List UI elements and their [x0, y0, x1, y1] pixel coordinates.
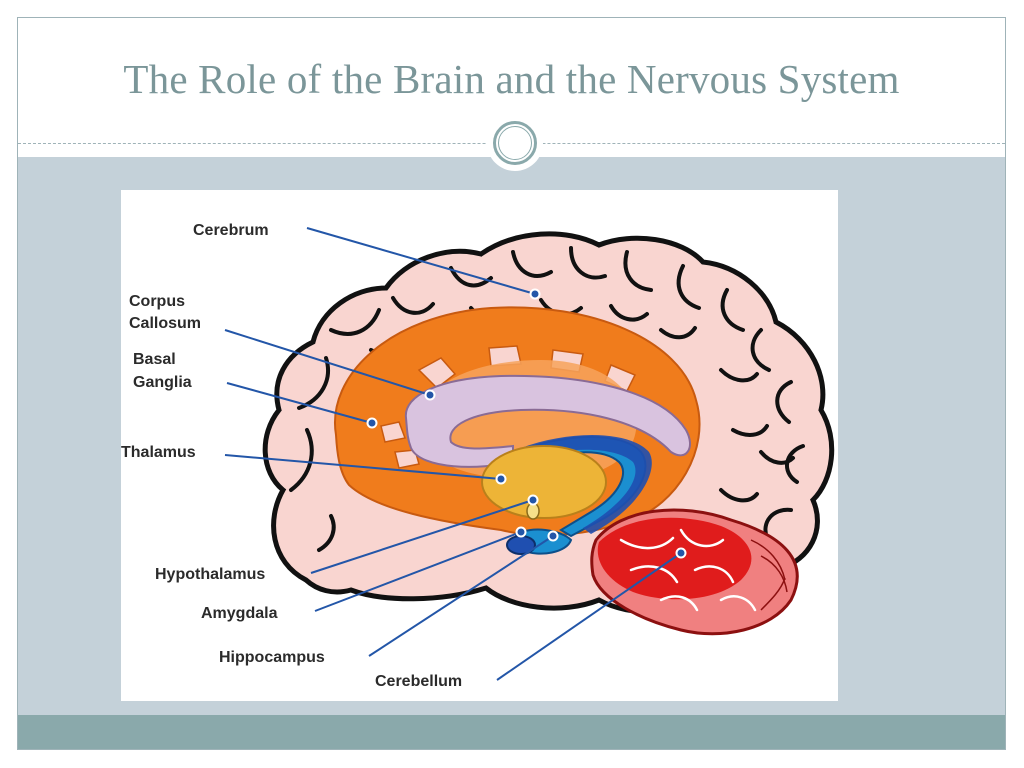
leader-dots — [366, 288, 687, 559]
thalamus-shape — [481, 445, 607, 519]
circle-ornament-icon — [487, 115, 543, 171]
brain-diagram: Cerebrum Corpus Callosum Basal Ganglia T… — [121, 222, 835, 690]
label-hippocampus: Hippocampus — [219, 649, 325, 666]
leader-lines — [224, 227, 682, 681]
slide-frame: The Role of the Brain and the Nervous Sy… — [17, 17, 1006, 750]
corpus-callosum — [404, 374, 691, 468]
title-area: The Role of the Brain and the Nervous Sy… — [18, 18, 1005, 143]
label-corpus-line1: Corpus — [129, 293, 185, 310]
footer-band — [18, 715, 1005, 749]
label-hypothalamus: Hypothalamus — [155, 566, 265, 583]
label-thalamus: Thalamus — [121, 444, 196, 461]
label-basal-line2: Ganglia — [133, 374, 192, 391]
label-corpus-line2: Callosum — [129, 315, 201, 332]
slide-title: The Role of the Brain and the Nervous Sy… — [123, 56, 900, 102]
brain-diagram-panel: Cerebrum Corpus Callosum Basal Ganglia T… — [121, 190, 838, 701]
label-cerebellum: Cerebellum — [375, 673, 462, 690]
label-basal-line1: Basal — [133, 351, 176, 368]
label-amygdala: Amygdala — [201, 605, 278, 622]
label-cerebrum: Cerebrum — [193, 222, 269, 239]
